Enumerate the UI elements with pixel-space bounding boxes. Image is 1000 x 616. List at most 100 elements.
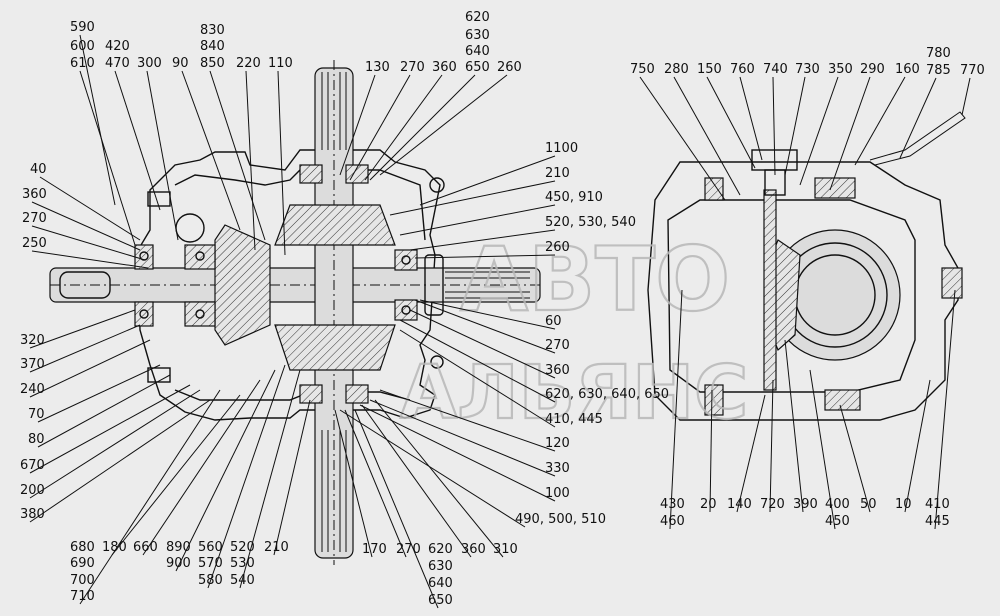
right-callout-18: 400 xyxy=(825,497,850,512)
left-callout-46: 680 xyxy=(70,540,95,555)
right-leader-4 xyxy=(772,76,776,176)
right-leader-6 xyxy=(799,76,839,186)
left-callout-18: 650 xyxy=(465,60,490,75)
left-leader-18 xyxy=(369,74,476,181)
right-callout-6: 350 xyxy=(828,62,853,77)
right-callout-12: 430 xyxy=(660,497,685,512)
left-callout-6: 90 xyxy=(172,56,189,71)
left-callout-55: 570 xyxy=(198,556,223,571)
shaft-spline-left xyxy=(59,271,111,299)
left-callout-16: 630 xyxy=(465,28,490,43)
left-section-view xyxy=(49,60,541,565)
pad-left-top xyxy=(704,177,724,201)
right-callout-1: 280 xyxy=(664,62,689,77)
left-callout-41: 380 xyxy=(20,507,45,522)
bolt-upper-left xyxy=(147,191,171,207)
left-callout-15: 620 xyxy=(465,10,490,25)
left-leader-66 xyxy=(354,409,439,609)
left-leader-39 xyxy=(29,384,191,474)
spline-ridges-bottom xyxy=(321,430,347,552)
left-leader-59 xyxy=(239,369,301,589)
right-callout-16: 720 xyxy=(760,497,785,512)
spline-ridges-right xyxy=(445,271,530,299)
bearings xyxy=(134,164,418,404)
left-callout-34: 320 xyxy=(20,333,45,348)
left-leader-33 xyxy=(399,329,556,428)
right-leader-2 xyxy=(706,76,756,169)
left-callout-61: 170 xyxy=(362,542,387,557)
left-callout-20: 1100 xyxy=(545,141,578,156)
left-callout-12: 130 xyxy=(365,60,390,75)
right-leader-5 xyxy=(784,76,806,176)
leader-lines xyxy=(29,34,971,609)
left-callout-28: 250 xyxy=(22,236,47,251)
right-section-view xyxy=(647,111,966,421)
left-callout-48: 700 xyxy=(70,573,95,588)
right-leader-16 xyxy=(769,379,774,513)
left-leader-26 xyxy=(31,201,141,251)
left-callout-17: 640 xyxy=(465,44,490,59)
left-callout-26: 360 xyxy=(22,187,47,202)
right-leader-17 xyxy=(784,339,804,513)
pad-left-bottom xyxy=(704,384,724,416)
left-leader-6 xyxy=(181,70,241,231)
right-callout-14: 20 xyxy=(700,497,717,512)
left-callout-2: 610 xyxy=(70,56,95,71)
left-callout-35: 370 xyxy=(20,357,45,372)
left-leader-42 xyxy=(379,389,556,452)
left-callout-51: 660 xyxy=(133,540,158,555)
left-leader-24 xyxy=(414,254,556,259)
right-callout-23: 445 xyxy=(925,514,950,529)
left-callout-3: 420 xyxy=(105,39,130,54)
watermark: АВТО АЛЬЯНС xyxy=(399,227,750,437)
left-callout-11: 110 xyxy=(268,56,293,71)
left-leader-25 xyxy=(39,176,141,241)
right-callout-2: 150 xyxy=(697,62,722,77)
right-callout-3: 760 xyxy=(730,62,755,77)
left-callout-54: 560 xyxy=(198,540,223,555)
left-leader-13 xyxy=(349,74,411,181)
left-callout-57: 520 xyxy=(230,540,255,555)
right-callout-10: 785 xyxy=(926,63,951,78)
left-callout-14: 360 xyxy=(432,60,457,75)
left-callout-65: 640 xyxy=(428,576,453,591)
left-callout-5: 300 xyxy=(137,56,162,71)
left-callout-68: 310 xyxy=(493,542,518,557)
left-leader-60 xyxy=(273,399,311,556)
left-callout-24: 260 xyxy=(545,240,570,255)
bevel-gear-upper xyxy=(274,204,396,246)
left-leader-23 xyxy=(409,229,556,251)
watermark-line1: АВТО xyxy=(460,228,730,331)
seal-ring-right xyxy=(424,254,444,316)
left-callout-7: 830 xyxy=(200,23,225,38)
left-callout-37: 70 xyxy=(28,407,45,422)
left-leader-30 xyxy=(414,299,556,354)
left-callout-0: 590 xyxy=(70,20,95,35)
left-leader-29 xyxy=(419,299,556,330)
right-callout-21: 10 xyxy=(895,497,912,512)
right-leader-1 xyxy=(673,76,741,196)
pad-right-top xyxy=(814,177,856,199)
left-callout-23: 520, 530, 540 xyxy=(545,215,636,230)
left-leader-0 xyxy=(79,34,116,206)
right-callout-15: 140 xyxy=(727,497,752,512)
left-callout-38: 80 xyxy=(28,432,45,447)
left-callout-58: 530 xyxy=(230,556,255,571)
left-leader-45 xyxy=(339,409,526,528)
right-callout-0: 750 xyxy=(630,62,655,77)
left-leader-51 xyxy=(142,379,261,556)
left-leader-9 xyxy=(209,70,266,241)
bevel-pinion-left xyxy=(214,224,271,346)
housing-side-inner xyxy=(667,199,916,393)
left-leader-68 xyxy=(374,399,504,558)
left-callout-62: 270 xyxy=(396,542,421,557)
left-callout-43: 330 xyxy=(545,461,570,476)
left-leader-43 xyxy=(369,399,556,477)
left-leader-36 xyxy=(29,339,151,398)
left-leader-50 xyxy=(111,394,241,556)
left-leader-10 xyxy=(245,70,256,251)
right-callout-19: 450 xyxy=(825,514,850,529)
spline-ridges-top xyxy=(321,72,347,150)
housing-outline xyxy=(137,149,441,421)
